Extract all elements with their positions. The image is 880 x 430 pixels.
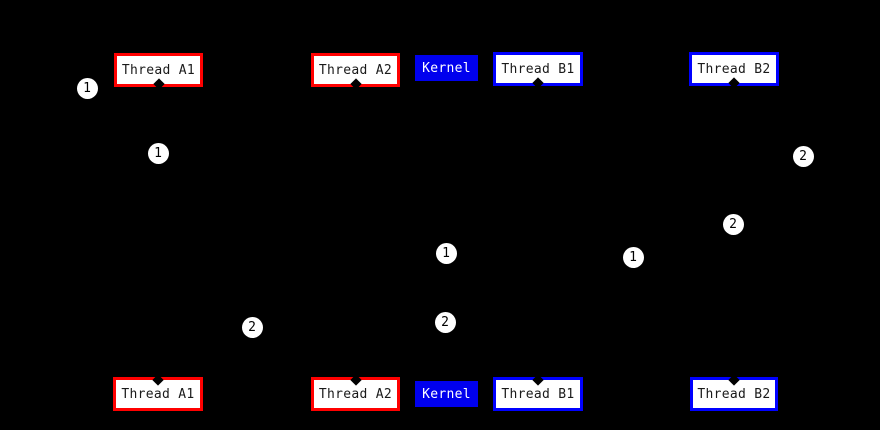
lifeline-notch (728, 374, 740, 386)
box-thread-a1-bottom: Thread A1 (113, 374, 203, 411)
step-badge: 2 (722, 213, 744, 235)
lifeline-notch (349, 78, 362, 90)
box-label: Thread A2 (318, 386, 393, 402)
box-label: Thread B2 (697, 386, 771, 402)
step-badge: 2 (792, 145, 814, 167)
lifeline-notch (532, 374, 544, 386)
box-label: Thread B1 (501, 386, 575, 402)
step-badge: 1 (435, 242, 457, 264)
box-thread-b1-bottom: Thread B1 (493, 374, 583, 411)
box-label: Thread B1 (501, 61, 575, 77)
step-badge: 2 (241, 316, 263, 338)
box-label: Kernel (422, 60, 471, 76)
box-kernel-top: Kernel (415, 55, 478, 81)
lifeline-notch (728, 77, 740, 89)
box-thread-b2-top: Thread B2 (689, 52, 779, 89)
step-badge: 1 (622, 246, 644, 268)
box-thread-a2-bottom: Thread A2 (311, 374, 400, 411)
box-kernel-bottom: Kernel (415, 381, 478, 407)
step-badge: 1 (147, 142, 169, 164)
box-label: Kernel (422, 386, 471, 402)
step-badge: 2 (434, 311, 456, 333)
step-badge: 1 (76, 77, 98, 99)
box-label: Thread B2 (697, 61, 771, 77)
box-label: Thread A1 (121, 386, 195, 402)
lifeline-notch (349, 374, 362, 386)
box-thread-a2-top: Thread A2 (311, 53, 400, 90)
box-thread-a1-top: Thread A1 (114, 53, 203, 90)
box-label: Thread A1 (121, 62, 196, 78)
box-thread-b1-top: Thread B1 (493, 52, 583, 89)
lifeline-notch (532, 77, 544, 89)
box-label: Thread A2 (318, 62, 393, 78)
box-thread-b2-bottom: Thread B2 (690, 374, 778, 411)
lifeline-notch (152, 374, 164, 386)
lifeline-notch (152, 78, 165, 90)
